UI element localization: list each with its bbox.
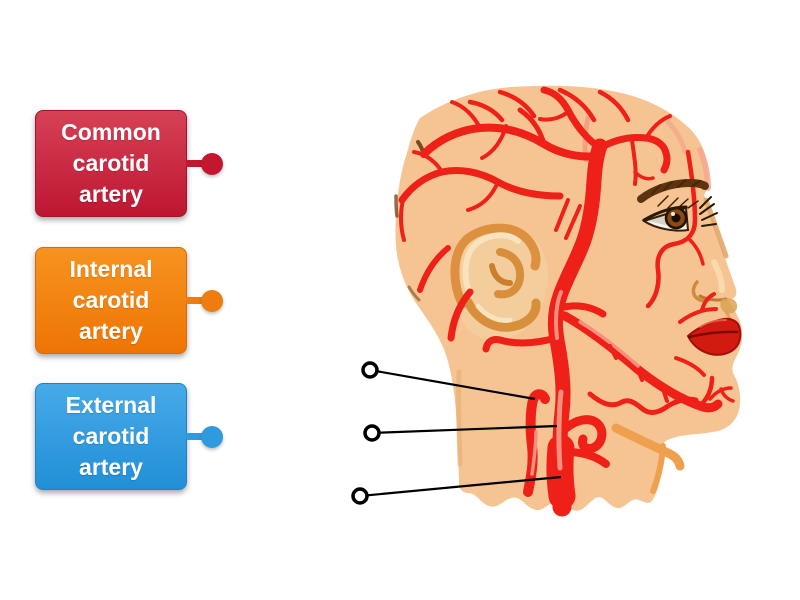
pointer-overlay — [351, 361, 562, 505]
answer-label: Internal carotid artery — [69, 256, 153, 344]
drop-zone-2[interactable] — [363, 424, 558, 442]
ear — [450, 223, 548, 341]
connector-dot[interactable] — [201, 425, 223, 448]
philtrum-shadow — [720, 298, 738, 314]
answer-label: External carotid artery — [65, 392, 157, 480]
head-illustration — [394, 85, 743, 517]
connector-stem — [186, 160, 207, 167]
drop-zone-3[interactable] — [351, 475, 562, 505]
connector-dot[interactable] — [201, 289, 223, 312]
drop-zone-1[interactable] — [361, 361, 536, 401]
answer-option-common-carotid-artery[interactable]: Common carotid artery — [35, 110, 223, 217]
eye — [637, 178, 718, 232]
drop-target-circle[interactable] — [351, 487, 369, 505]
connector-stem — [186, 433, 207, 440]
answer-option-external-carotid-artery[interactable]: External carotid artery — [35, 383, 223, 490]
answer-label: Common carotid artery — [61, 119, 161, 207]
connector-dot[interactable] — [201, 152, 223, 175]
answer-option-internal-carotid-artery[interactable]: Internal carotid artery — [35, 247, 223, 354]
lips — [686, 317, 742, 356]
drop-target-circle[interactable] — [361, 361, 379, 379]
connector-stem — [186, 297, 207, 304]
drop-target-circle[interactable] — [363, 424, 381, 442]
artery-network — [398, 86, 735, 517]
